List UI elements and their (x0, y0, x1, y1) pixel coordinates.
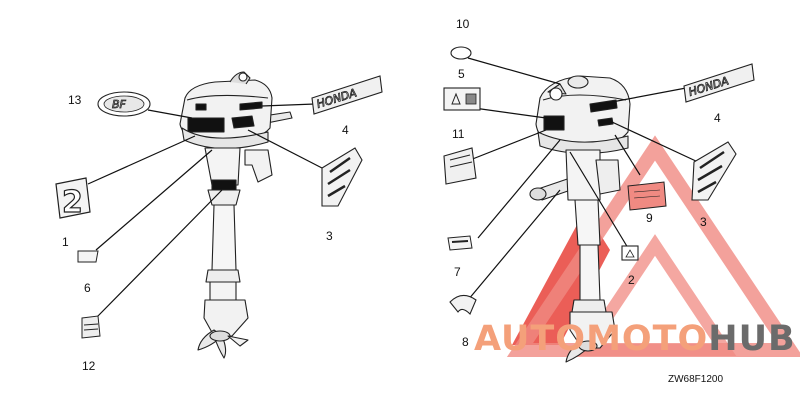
callout-10: 10 (456, 17, 470, 31)
callout-9: 9 (646, 211, 653, 225)
oval-seal-10 (450, 46, 472, 60)
label-7 (447, 235, 473, 251)
label-12 (81, 315, 101, 339)
callout-8: 8 (462, 335, 469, 349)
watermark-part-moto: MOTO (586, 319, 708, 359)
callout-6: 6 (84, 281, 91, 295)
warning-label-5 (443, 87, 481, 111)
curved-label-8 (449, 294, 477, 315)
watermark-part-hub: HUB (708, 319, 795, 359)
emblem-number-decal: 2 (55, 177, 91, 221)
square-label-2 (621, 245, 639, 261)
callout-4-right: 4 (714, 111, 721, 125)
callout-1: 1 (62, 235, 69, 249)
svg-text:BF: BF (112, 98, 127, 111)
watermark-logo: AUTOMOTOHUB (474, 319, 796, 359)
callout-3-right: 3 (700, 215, 707, 229)
emblem-oval-decal: BF (97, 91, 151, 117)
label-9 (627, 181, 667, 211)
watermark-part-auto: AUTO (474, 319, 586, 359)
side-decal-right (691, 141, 737, 201)
small-label-6 (77, 250, 99, 263)
side-decal-left (321, 147, 363, 207)
honda-decal-left: HONDA (311, 75, 383, 115)
outboard-engine-right (529, 75, 631, 363)
callout-2: 2 (628, 273, 635, 287)
diagram-code: ZW68F1200 (668, 374, 723, 385)
callout-7: 7 (454, 265, 461, 279)
honda-decal-right: HONDA (683, 63, 755, 103)
outboard-engine-left (179, 71, 293, 359)
leader-lines (87, 57, 699, 319)
label-11 (443, 147, 477, 185)
watermark-text-auto: AUTOMOTOHUB (474, 319, 796, 359)
callout-11: 11 (452, 127, 465, 141)
callout-12: 12 (82, 359, 96, 373)
callout-numbers: 13 1 6 12 4 3 10 5 11 7 8 4 3 9 2 (62, 17, 721, 373)
callout-3-left: 3 (326, 229, 333, 243)
callout-13: 13 (68, 93, 82, 107)
callout-5: 5 (458, 67, 465, 81)
callout-4-left: 4 (342, 123, 349, 137)
emblem-number-text: 2 (62, 185, 83, 220)
